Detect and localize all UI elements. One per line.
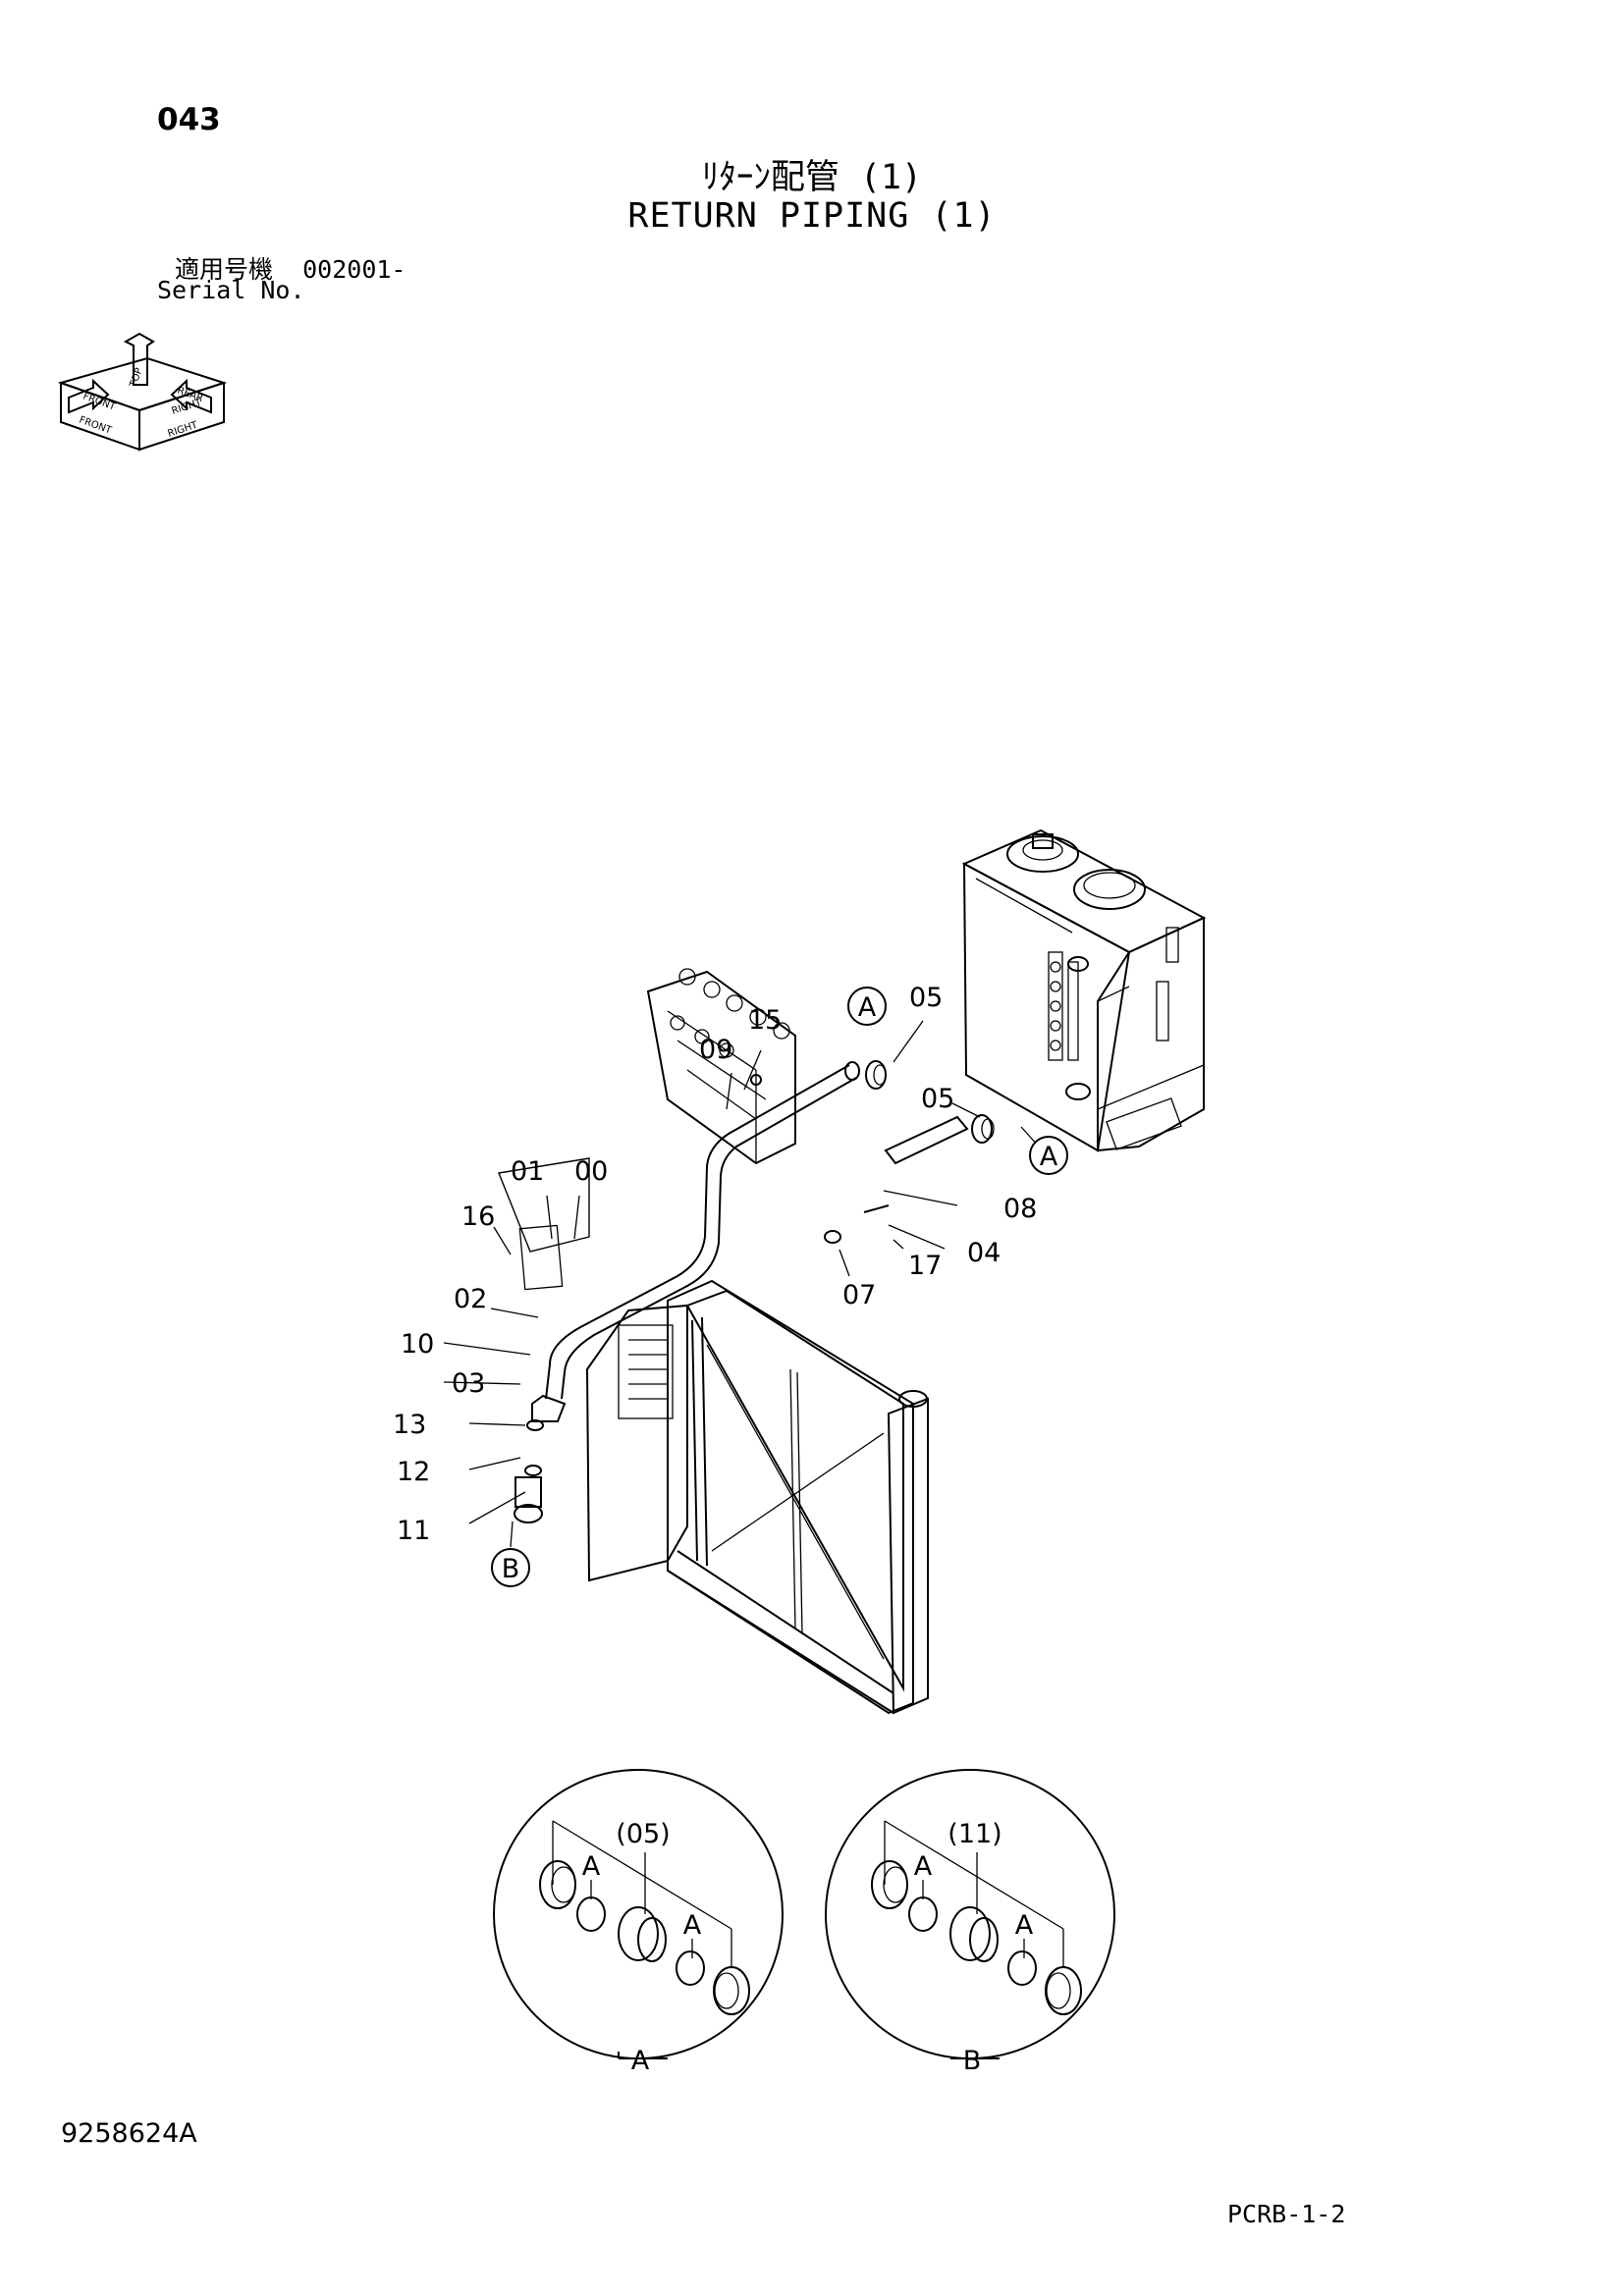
detail-view-b: (11) A A B	[825, 1769, 1115, 2076]
serial-line: 適用号機 002001-	[175, 250, 406, 286]
page-code: PCRB-1-2	[1227, 2200, 1346, 2228]
view-marker-a-lower: A	[1029, 1136, 1068, 1175]
detail-view-a: (05) A A A	[493, 1769, 784, 2076]
callout-05-upper: 05	[909, 983, 943, 1013]
detail-view-a-label: A	[631, 2046, 650, 2076]
callout-00: 00	[574, 1156, 608, 1187]
serial-label-en: Serial No.	[157, 276, 305, 304]
callout-01: 01	[511, 1156, 544, 1187]
title-japanese: ﾘﾀｰﾝ配管 (1)	[701, 158, 923, 197]
control-valve	[646, 968, 796, 1165]
view-marker-b-label: B	[502, 1554, 520, 1584]
title-english: RETURN PIPING (1)	[627, 196, 997, 236]
orientation-label-front-1: FRONT	[81, 391, 118, 412]
callout-16: 16	[461, 1201, 495, 1232]
callout-03: 03	[452, 1368, 485, 1399]
callout-13: 13	[393, 1410, 426, 1440]
drawing-number: 9258624A	[61, 2118, 197, 2149]
callout-08: 08	[1003, 1194, 1037, 1224]
callout-11: 11	[397, 1516, 430, 1546]
callout-02: 02	[454, 1284, 487, 1314]
return-pipe	[518, 1061, 860, 1422]
callout-07: 07	[842, 1280, 876, 1310]
orientation-label-top: TOP	[128, 366, 145, 390]
detail-view-b-sub-label-1: A	[914, 1851, 933, 1882]
callout-15: 15	[748, 1005, 782, 1036]
serial-label-jp: 適用号機	[175, 255, 274, 284]
serial-value: 002001-	[302, 255, 406, 284]
orientation-label-right-1: RIGHT	[171, 397, 204, 416]
leader-lines	[443, 1020, 1040, 1548]
small-parts	[498, 1060, 995, 1523]
callout-12: 12	[397, 1457, 430, 1487]
detail-view-b-ref: (11)	[947, 1819, 1001, 1849]
detail-view-a-sub-label-2: A	[683, 1910, 702, 1941]
orientation-label-right-2: RIGHT	[167, 419, 200, 439]
radiator-assembly	[585, 1279, 929, 1715]
view-marker-a-upper-label: A	[858, 992, 877, 1023]
callout-09: 09	[699, 1035, 732, 1065]
detail-view-a-ref: (05)	[616, 1819, 670, 1849]
detail-view-b-label: B	[963, 2046, 982, 2076]
view-marker-b: B	[491, 1548, 530, 1587]
orientation-cube-icon: TOP REAR FRONT RIGHT FRONT RIGHT	[57, 332, 228, 452]
hydraulic-tank	[961, 828, 1207, 1152]
page-number: 043	[157, 102, 221, 137]
callout-10: 10	[401, 1329, 434, 1360]
callout-05-lower: 05	[921, 1084, 954, 1114]
callout-17: 17	[908, 1251, 942, 1281]
view-marker-a-upper: A	[847, 987, 887, 1026]
detail-view-b-sub-label-2: A	[1015, 1910, 1034, 1941]
callout-04: 04	[967, 1238, 1001, 1268]
view-marker-a-lower-label: A	[1040, 1142, 1058, 1172]
detail-view-a-sub-label-1: A	[582, 1851, 601, 1882]
